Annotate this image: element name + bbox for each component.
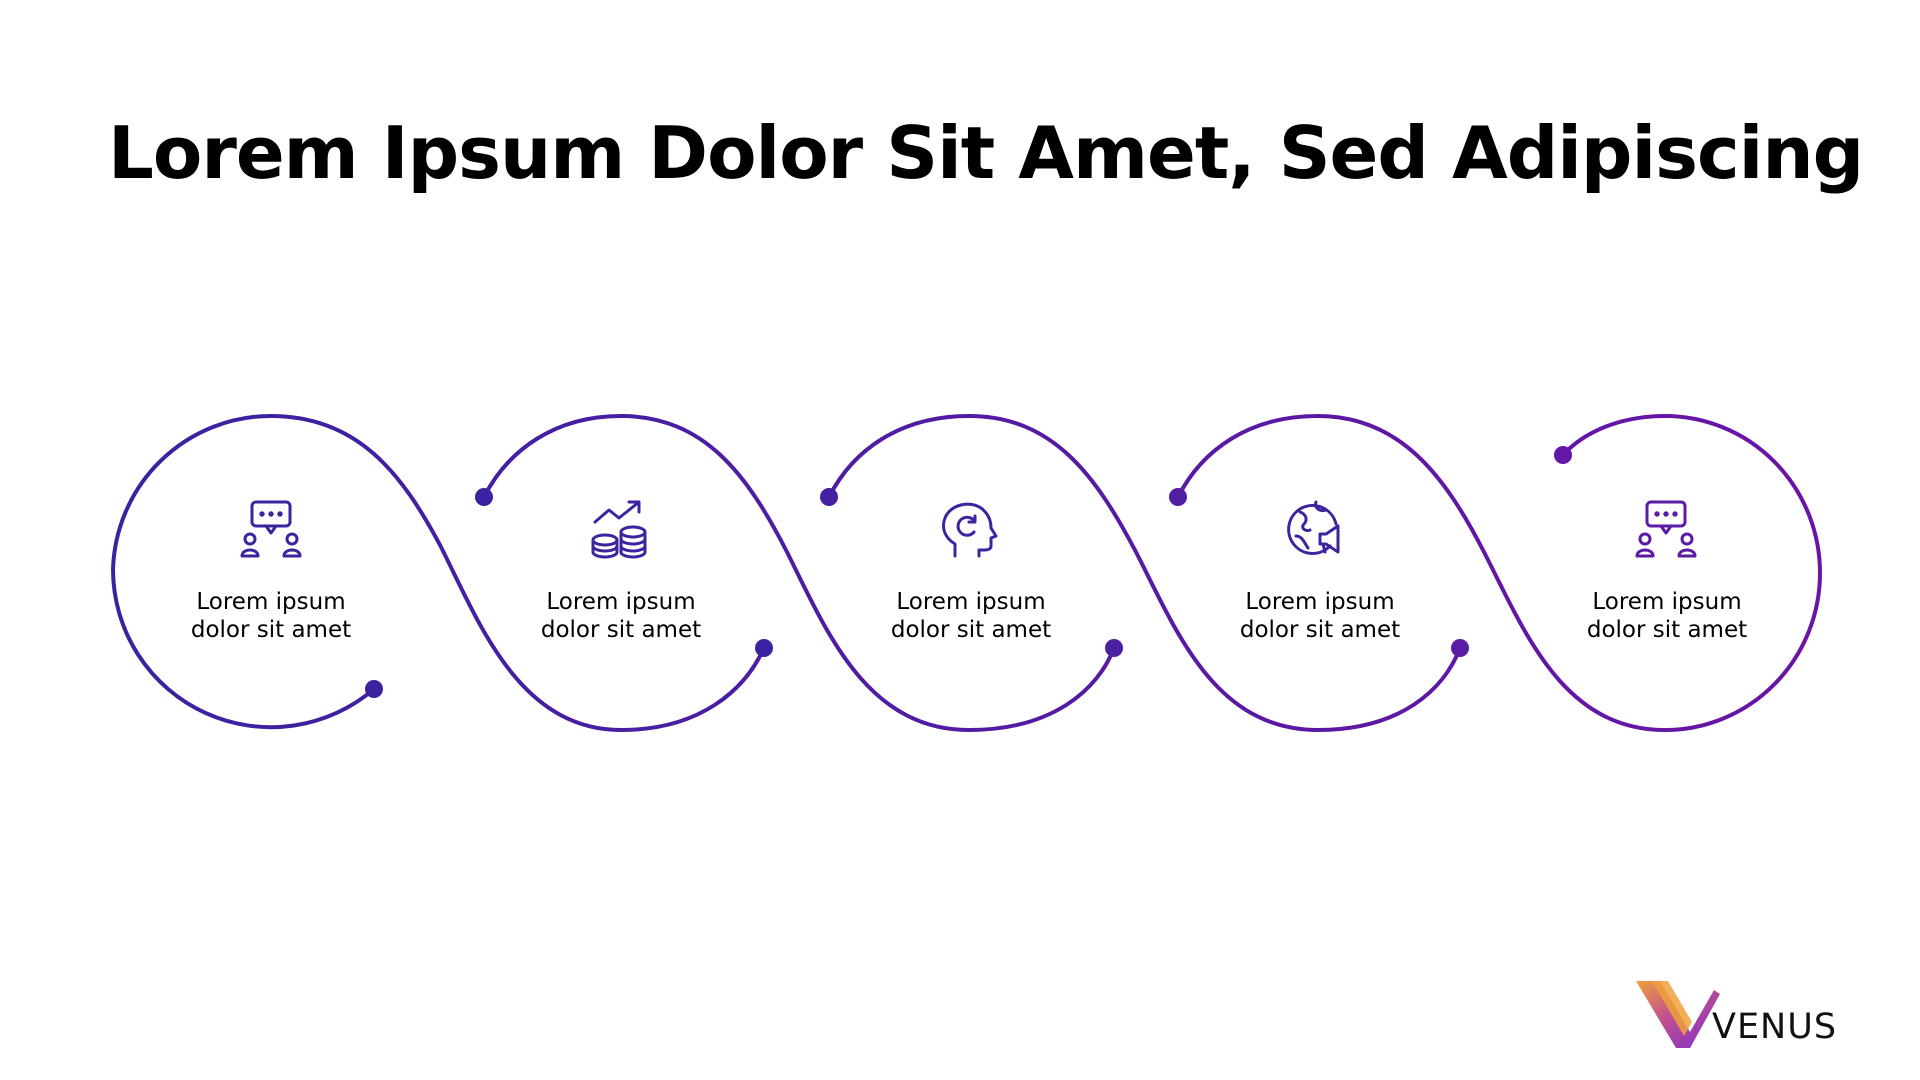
step-2-curve [482,413,1116,733]
step-2-start-dot [475,488,493,506]
step-2-label: Lorem ipsum dolor sit amet [491,588,751,644]
step-1-end-dot [755,639,773,657]
step-1-label-line2: dolor sit amet [190,617,352,643]
step-4-label-line2: dolor sit amet [1239,617,1401,643]
step-3-label-line1: Lorem ipsum [896,589,1046,615]
venus-logo-mark [1636,981,1720,1048]
chat-people-icon [1635,500,1697,558]
step-4-label: Lorem ipsum dolor sit amet [1190,588,1450,644]
step-1-curve [110,413,766,733]
step-3-start-dot [820,488,838,506]
step-1-label-line1: Lorem ipsum [196,589,346,615]
step-5-label-line2: dolor sit amet [1586,617,1748,643]
step-3-end-dot [1451,639,1469,657]
head-refresh-icon [941,502,998,558]
step-3-label: Lorem ipsum dolor sit amet [841,588,1101,644]
step-5-label-line1: Lorem ipsum [1592,589,1742,615]
step-1-start-dot [365,680,383,698]
step-2-end-dot [1105,639,1123,657]
globe-megaphone-icon [1287,500,1340,555]
step-2-label-line1: Lorem ipsum [546,589,696,615]
step-4-start-dot [1169,488,1187,506]
step-3-curve [827,413,1462,733]
step-4-label-line1: Lorem ipsum [1245,589,1395,615]
coins-growth-icon [591,500,647,559]
chat-people-icon [240,500,302,558]
step-2-label-line2: dolor sit amet [540,617,702,643]
step-5-start-dot [1554,446,1572,464]
step-4-curve [1176,413,1822,733]
step-3-label-line2: dolor sit amet [890,617,1052,643]
page-title: Lorem Ipsum Dolor Sit Amet, Sed Adipisci… [108,111,1864,195]
step-1-label: Lorem ipsum dolor sit amet [141,588,401,644]
step-5-label: Lorem ipsum dolor sit amet [1537,588,1797,644]
logo-text: VENUS [1712,1007,1838,1047]
